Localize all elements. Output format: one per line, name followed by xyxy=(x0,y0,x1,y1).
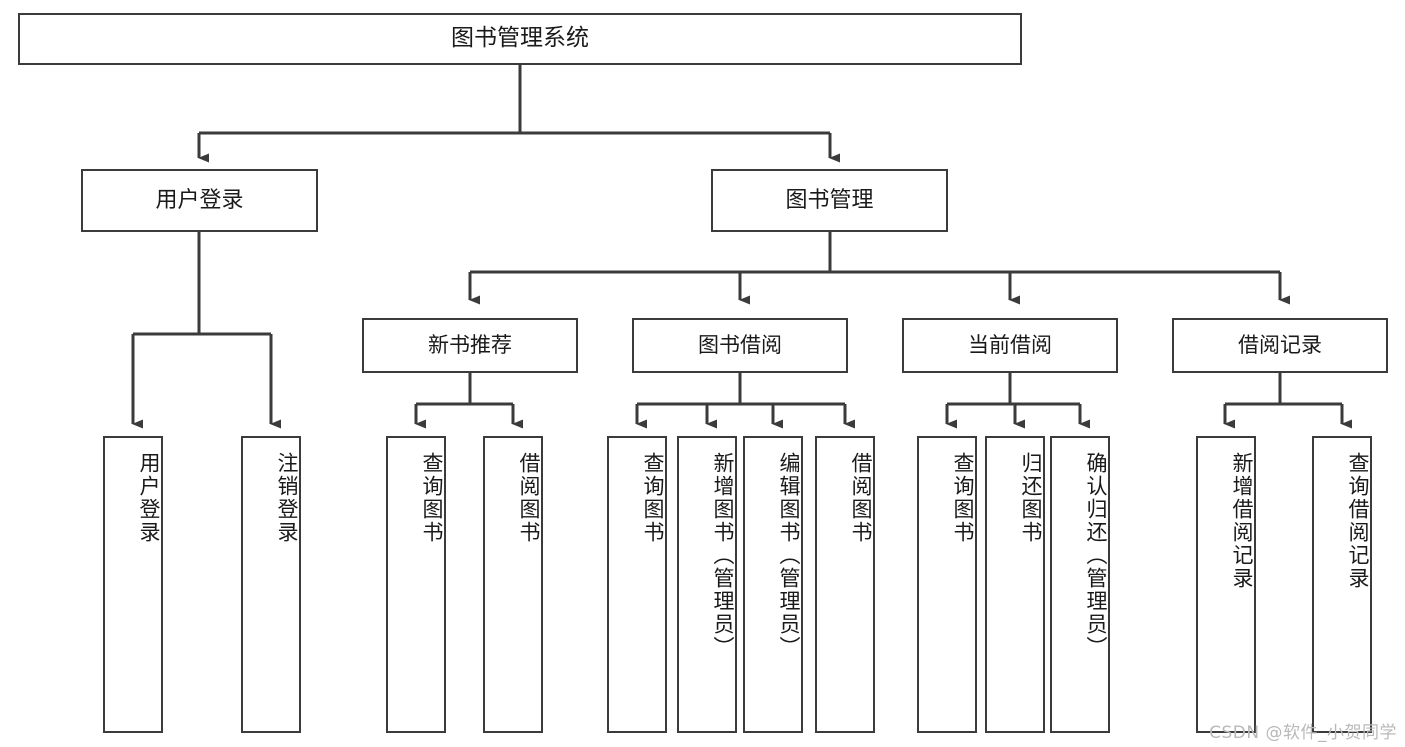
node-book-borrow[interactable]: 图书借阅 xyxy=(632,318,848,373)
node-leaf-add-book-admin[interactable]: 新增图书（管理员） xyxy=(677,436,737,733)
node-label: 查询图书 xyxy=(641,452,665,544)
node-label: 图书借阅 xyxy=(698,333,782,358)
node-book-management[interactable]: 图书管理 xyxy=(711,169,948,232)
node-label: 注销登录 xyxy=(275,452,299,544)
node-label: 图书管理 xyxy=(785,187,874,213)
node-label: 编辑图书（管理员） xyxy=(777,452,801,659)
node-label: 用户登录 xyxy=(155,187,244,213)
node-leaf-edit-book-admin[interactable]: 编辑图书（管理员） xyxy=(743,436,803,733)
node-leaf-user-login[interactable]: 用户登录 xyxy=(103,436,163,733)
node-leaf-return-book[interactable]: 归还图书 xyxy=(985,436,1045,733)
node-leaf-query-book-borrow[interactable]: 查询图书 xyxy=(607,436,667,733)
node-label: 当前借阅 xyxy=(968,333,1052,358)
node-new-book-recommend[interactable]: 新书推荐 xyxy=(362,318,578,373)
node-leaf-add-borrow-record[interactable]: 新增借阅记录 xyxy=(1196,436,1256,733)
node-leaf-query-borrow-record[interactable]: 查询借阅记录 xyxy=(1312,436,1372,733)
node-leaf-query-book-recommend[interactable]: 查询图书 xyxy=(386,436,446,733)
node-label: 归还图书 xyxy=(1019,452,1043,544)
node-label: 新增借阅记录 xyxy=(1230,452,1254,590)
node-label: 图书管理系统 xyxy=(451,25,589,52)
node-label: 查询图书 xyxy=(420,452,444,544)
node-label: 查询图书 xyxy=(951,452,975,544)
node-leaf-logout[interactable]: 注销登录 xyxy=(241,436,301,733)
node-label: 借阅记录 xyxy=(1238,333,1322,358)
watermark-text: CSDN @软件_小贺同学 xyxy=(1209,723,1397,743)
node-user-login[interactable]: 用户登录 xyxy=(81,169,318,232)
node-label: 借阅图书 xyxy=(517,452,541,544)
node-label: 新书推荐 xyxy=(428,333,512,358)
node-label: 查询借阅记录 xyxy=(1346,452,1370,590)
node-borrow-record[interactable]: 借阅记录 xyxy=(1172,318,1388,373)
node-label: 用户登录 xyxy=(137,452,161,544)
node-label: 新增图书（管理员） xyxy=(711,452,735,659)
node-leaf-borrow-book[interactable]: 借阅图书 xyxy=(815,436,875,733)
node-leaf-query-book-current[interactable]: 查询图书 xyxy=(917,436,977,733)
node-root-system[interactable]: 图书管理系统 xyxy=(18,13,1022,65)
node-leaf-confirm-return-admin[interactable]: 确认归还（管理员） xyxy=(1050,436,1110,733)
node-current-borrow[interactable]: 当前借阅 xyxy=(902,318,1118,373)
node-label: 确认归还（管理员） xyxy=(1084,452,1108,659)
node-label: 借阅图书 xyxy=(849,452,873,544)
node-leaf-borrow-book-recommend[interactable]: 借阅图书 xyxy=(483,436,543,733)
